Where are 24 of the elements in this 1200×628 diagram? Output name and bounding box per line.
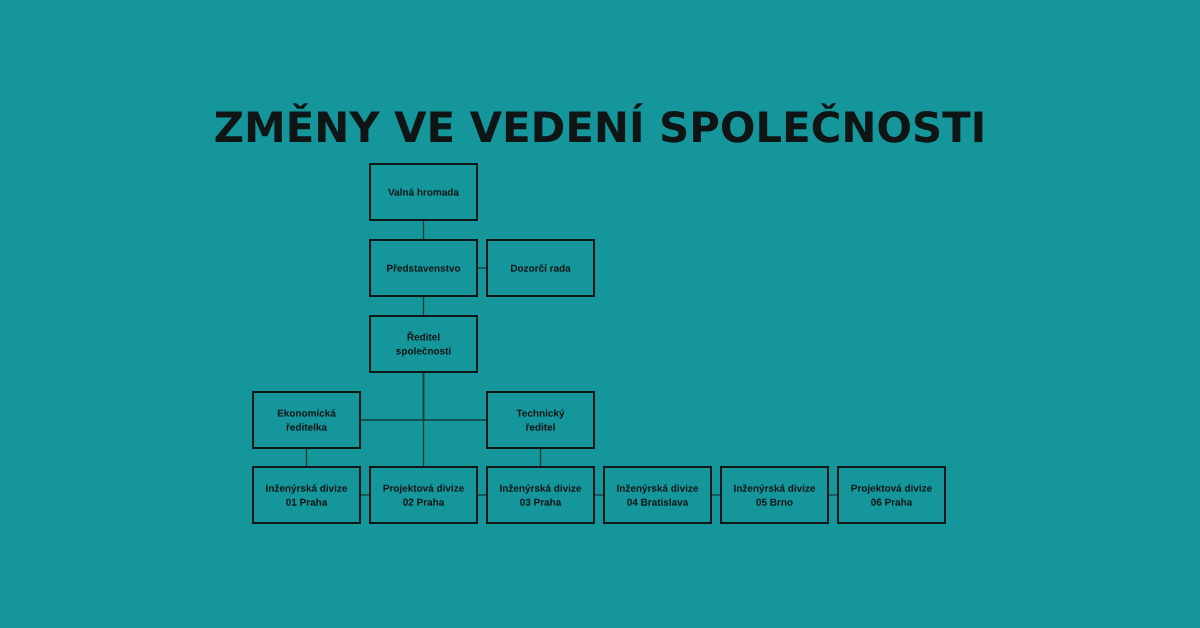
connector-line (711, 494, 721, 496)
org-box: Dozorčí rada (486, 239, 595, 297)
org-box: Inženýrská divize 04 Bratislava (603, 466, 712, 524)
org-box: Technický ředitel (486, 391, 595, 449)
org-box: Projektová divize 06 Praha (837, 466, 946, 524)
connector-line (477, 494, 487, 496)
org-box: Inženýrská divize 05 Brno (720, 466, 829, 524)
org-box: Ekonomická ředitelka (252, 391, 361, 449)
org-box: Představenstvo (369, 239, 478, 297)
connector-line (305, 448, 308, 467)
org-box: Valná hromada (369, 163, 478, 221)
connector-line (360, 494, 370, 496)
connector-line (477, 267, 487, 269)
connector-line (422, 220, 425, 240)
connector-line (422, 296, 425, 316)
connector-line (594, 494, 604, 496)
org-box: Inženýrská divize 01 Praha (252, 466, 361, 524)
connector-line (828, 494, 838, 496)
connector-line (539, 448, 542, 467)
org-box: Inženýrská divize 03 Praha (486, 466, 595, 524)
connector-line (422, 372, 425, 467)
org-box: Ředitel společnosti (369, 315, 478, 373)
org-box: Projektová divize 02 Praha (369, 466, 478, 524)
title: ZMĚNY VE VEDENÍ SPOLEČNOSTI (215, 103, 983, 143)
